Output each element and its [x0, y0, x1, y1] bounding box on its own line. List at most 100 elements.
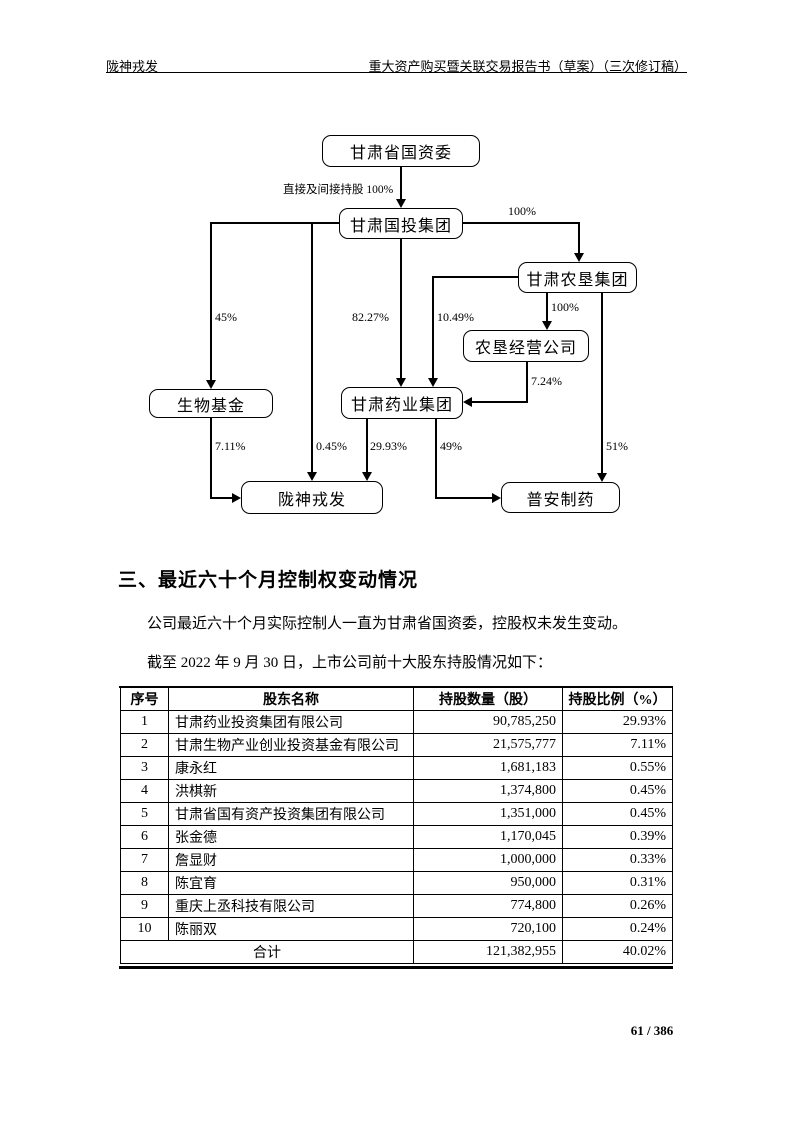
- shareholder-name: 陈丽双: [168, 917, 414, 941]
- share-ratio: 0.31%: [562, 871, 673, 895]
- edge-label-82-27: 82.27%: [352, 310, 389, 324]
- edge-label-7-11: 7.11%: [215, 439, 246, 453]
- header-company-name: 陇神戎发: [106, 59, 159, 74]
- share-ratio: 0.39%: [562, 825, 673, 849]
- arrowhead-down-icon: [396, 199, 406, 208]
- row-index: 7: [120, 848, 169, 872]
- arrowhead-down-icon: [307, 472, 317, 481]
- edge-label-10-49: 10.49%: [437, 310, 474, 324]
- shares-held: 21,575,777: [413, 733, 563, 757]
- edge-line: [432, 276, 518, 278]
- shareholder-name: 陈宜育: [168, 871, 414, 895]
- arrowhead-down-icon: [428, 378, 438, 387]
- share-ratio: 0.26%: [562, 894, 673, 918]
- shareholder-name: 甘肃省国有资产投资集团有限公司: [168, 802, 414, 826]
- shares-held: 774,800: [413, 894, 563, 918]
- page-number: 61 / 386: [630, 1023, 674, 1038]
- shares-held: 1,000,000: [413, 848, 563, 872]
- shareholder-name: 詹显财: [168, 848, 414, 872]
- edge-line: [601, 293, 603, 474]
- edge-line: [526, 362, 528, 403]
- row-index: 8: [120, 871, 169, 895]
- edge-label-51: 51%: [606, 439, 628, 453]
- shareholder-name: 甘肃生物产业创业投资基金有限公司: [168, 733, 414, 757]
- table-bottom-border: [119, 966, 673, 969]
- arrowhead-down-icon: [362, 472, 372, 481]
- edge-line: [435, 419, 437, 499]
- shares-held: 1,351,000: [413, 802, 563, 826]
- row-index: 9: [120, 894, 169, 918]
- total-shares: 121,382,955: [413, 940, 563, 964]
- total-ratio: 40.02%: [562, 940, 673, 964]
- edge-line: [432, 276, 434, 379]
- shareholder-name: 甘肃药业投资集团有限公司: [168, 710, 414, 734]
- edge-line: [463, 222, 580, 224]
- node-longshen: 陇神戎发: [241, 481, 383, 514]
- section-heading: 三、最近六十个月控制权变动情况: [118, 570, 419, 591]
- share-ratio: 0.45%: [562, 802, 673, 826]
- shares-held: 720,100: [413, 917, 563, 941]
- col-header-ratio: 持股比例（%）: [562, 687, 673, 711]
- edge-line: [400, 167, 402, 201]
- node-nongken-jingying: 农垦经营公司: [463, 330, 589, 362]
- edge-label-49: 49%: [440, 439, 462, 453]
- arrowhead-left-icon: [463, 397, 472, 407]
- arrowhead-down-icon: [574, 253, 584, 262]
- header-report-title: 重大资产购买暨关联交易报告书（草案）（三次修订稿）: [368, 59, 687, 74]
- row-index: 6: [120, 825, 169, 849]
- table-top-border: [119, 685, 673, 689]
- edge-label-0-45: 0.45%: [316, 439, 347, 453]
- col-header-index: 序号: [120, 687, 169, 711]
- shareholder-name: 洪棋新: [168, 779, 414, 803]
- shares-held: 1,170,045: [413, 825, 563, 849]
- arrowhead-down-icon: [597, 473, 607, 482]
- paragraph-table-intro: 截至 2022 年 9 月 30 日，上市公司前十大股东持股情况如下：: [147, 655, 553, 671]
- edge-line: [210, 222, 339, 224]
- edge-label-direct-indirect: 直接及间接持股 100%: [283, 184, 394, 196]
- node-yaoye: 甘肃药业集团: [341, 387, 463, 419]
- row-index: 10: [120, 917, 169, 941]
- shares-held: 90,785,250: [413, 710, 563, 734]
- edge-label-100-nongken: 100%: [508, 204, 536, 218]
- shareholder-name: 重庆上丞科技有限公司: [168, 894, 414, 918]
- shareholder-name: 康永红: [168, 756, 414, 780]
- edge-line: [400, 239, 402, 379]
- edge-line: [311, 222, 313, 473]
- node-shengwu-jijin: 生物基金: [149, 389, 273, 418]
- row-index: 1: [120, 710, 169, 734]
- paragraph-control-change: 公司最近六十个月实际控制人一直为甘肃省国资委，控股权未发生变动。: [147, 616, 628, 632]
- row-index: 4: [120, 779, 169, 803]
- edge-line: [435, 497, 494, 499]
- col-header-name: 股东名称: [168, 687, 414, 711]
- col-header-shares: 持股数量（股）: [413, 687, 563, 711]
- edge-line: [210, 418, 212, 499]
- edge-label-7-24: 7.24%: [531, 374, 562, 388]
- row-index: 5: [120, 802, 169, 826]
- shares-held: 1,681,183: [413, 756, 563, 780]
- edge-label-29-93: 29.93%: [370, 439, 407, 453]
- edge-line: [210, 222, 212, 381]
- total-label: 合计: [120, 940, 414, 964]
- share-ratio: 29.93%: [562, 710, 673, 734]
- table-header-row: 序号 股东名称 持股数量（股） 持股比例（%）: [120, 687, 673, 711]
- arrowhead-down-icon: [396, 378, 406, 387]
- share-ratio: 0.24%: [562, 917, 673, 941]
- node-guotou: 甘肃国投集团: [339, 208, 463, 239]
- total-row: 合计 121,382,955 40.02%: [120, 940, 673, 964]
- share-ratio: 0.55%: [562, 756, 673, 780]
- edge-line: [366, 419, 368, 473]
- edge-label-100-jingying: 100%: [551, 300, 579, 314]
- node-puan: 普安制药: [501, 482, 620, 513]
